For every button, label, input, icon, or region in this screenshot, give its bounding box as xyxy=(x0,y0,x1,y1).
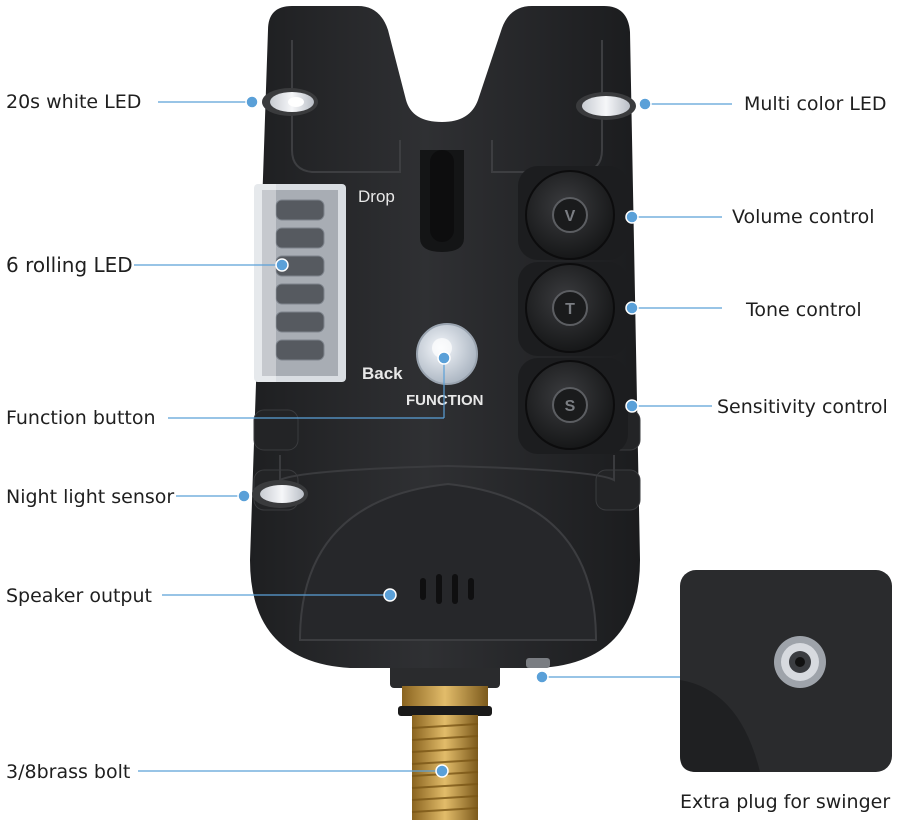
label-night-light-sensor: Night light sensor xyxy=(6,486,175,508)
volume-button[interactable]: V xyxy=(518,166,628,260)
label-tone-control: Tone control xyxy=(746,299,862,321)
label-swinger-plug: Extra plug for swinger xyxy=(680,791,891,813)
label-brass-bolt: 3/8brass bolt xyxy=(6,761,131,783)
volume-button-letter: V xyxy=(565,208,576,225)
label-sensitivity-control: Sensitivity control xyxy=(717,396,888,418)
swinger-plug-port xyxy=(526,658,550,668)
tone-button[interactable]: T xyxy=(518,262,628,356)
label-rolling-led: 6 rolling LED xyxy=(6,253,133,277)
label-volume-control: Volume control xyxy=(732,206,875,228)
leader-lines xyxy=(134,95,732,778)
drop-label: Drop xyxy=(358,187,395,206)
label-white-led: 20s white LED xyxy=(6,91,142,113)
sensitivity-button[interactable]: S xyxy=(518,358,628,454)
rolling-led-window xyxy=(254,184,346,382)
label-function-button: Function button xyxy=(6,407,156,429)
sensitivity-button-letter: S xyxy=(565,398,576,415)
tone-button-letter: T xyxy=(565,301,575,318)
brass-bolt xyxy=(390,660,500,820)
speaker-grille xyxy=(420,574,474,604)
multi-color-led xyxy=(576,92,636,120)
white-led xyxy=(262,88,318,116)
function-label: FUNCTION xyxy=(406,392,484,409)
swinger-plug-inset xyxy=(680,570,892,772)
back-label: Back xyxy=(362,364,403,383)
label-multi-color-led: Multi color LED xyxy=(744,93,887,115)
label-speaker-output: Speaker output xyxy=(6,585,152,607)
night-light-sensor xyxy=(252,480,308,508)
